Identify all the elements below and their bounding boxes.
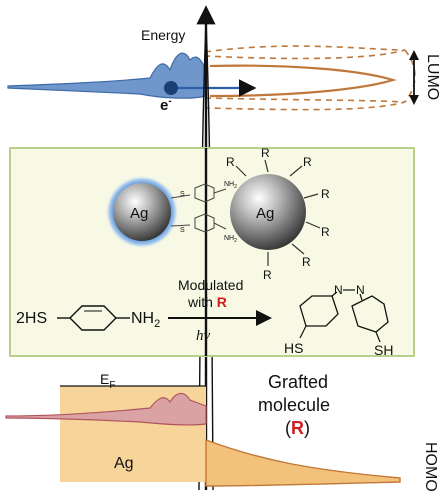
fermi-label: EF bbox=[100, 371, 115, 391]
r-label-5: R bbox=[302, 255, 311, 269]
product-n-left: N bbox=[334, 283, 343, 297]
arrow-hv-label: hν bbox=[196, 328, 211, 344]
r-label-4: R bbox=[321, 225, 330, 239]
linker-molecules bbox=[170, 183, 227, 233]
product-n-right: N bbox=[356, 283, 365, 297]
electron-label: e- bbox=[160, 96, 172, 114]
linker-s-bottom: S bbox=[180, 227, 185, 234]
linker-s-top: S bbox=[180, 191, 185, 198]
product-ring-right bbox=[351, 295, 389, 333]
homo-pink-peak bbox=[5, 392, 207, 426]
ag-particle-right bbox=[230, 174, 306, 250]
arrow-highlight-r: R bbox=[217, 294, 227, 310]
product-bond-n-right bbox=[359, 293, 363, 301]
ag-band-label: Ag bbox=[114, 455, 134, 472]
energy-label: Energy bbox=[141, 27, 185, 43]
lumo-bracket-top-arrow bbox=[409, 50, 419, 60]
r-label-2: R bbox=[303, 155, 312, 169]
arrow-label-line2: with R bbox=[187, 294, 227, 310]
r-labels: R R R R R R R bbox=[226, 146, 330, 282]
grafted-line2: molecule bbox=[258, 395, 330, 415]
ag-label-right: Ag bbox=[256, 205, 274, 222]
r-label-6: R bbox=[263, 268, 272, 282]
ag-label-left: Ag bbox=[130, 205, 148, 222]
electron-dot bbox=[164, 81, 178, 95]
lumo-dashed-lobe bbox=[204, 45, 406, 111]
grafted-line1: Grafted bbox=[268, 372, 328, 392]
grafted-highlight-r: R bbox=[291, 418, 304, 438]
product-bond-n-left bbox=[331, 291, 338, 297]
linker-nh-top: NH2 bbox=[224, 181, 237, 190]
r-label-3: R bbox=[321, 187, 330, 201]
arrow-label-line1: Modulated bbox=[178, 277, 243, 293]
homo-orange-peak bbox=[205, 438, 401, 487]
r-label-7: R bbox=[226, 155, 235, 169]
lumo-dashed-lobe-right bbox=[404, 49, 416, 103]
product-bond-sh bbox=[375, 331, 381, 343]
lumo-blue-peak bbox=[7, 52, 207, 99]
r-substituents bbox=[235, 159, 321, 266]
product-hs-label: HS bbox=[284, 340, 303, 356]
grafted-line3: (R) bbox=[285, 418, 310, 438]
reactant-prefix: 2HS bbox=[16, 310, 47, 327]
linker-nh-bottom: NH2 bbox=[224, 235, 237, 244]
mechanism-panel bbox=[9, 147, 415, 357]
lumo-solid-lobe bbox=[209, 64, 397, 98]
lumo-bracket-bottom-arrow bbox=[409, 95, 419, 105]
product-sh-label: SH bbox=[374, 342, 393, 358]
product-bond-hs bbox=[299, 325, 307, 339]
ag-particle-left bbox=[113, 183, 171, 241]
reactant-group: NH2 bbox=[131, 310, 160, 330]
homo-label: HOMO bbox=[422, 442, 439, 492]
lumo-label: LUMO bbox=[424, 54, 441, 100]
r-label-1: R bbox=[261, 146, 270, 160]
